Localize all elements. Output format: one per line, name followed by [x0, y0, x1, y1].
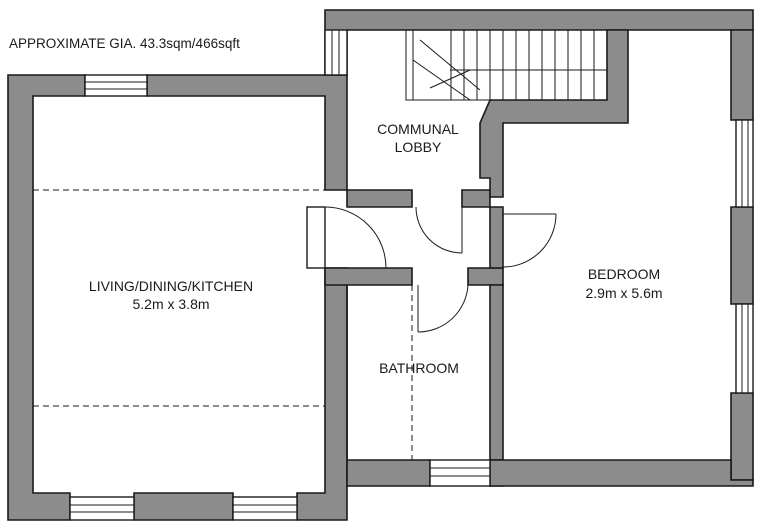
- lobby-name-line2: LOBBY: [395, 139, 442, 155]
- bathroom-window: [429, 459, 491, 487]
- bedroom-right-wall-bottom: [730, 392, 754, 481]
- bedroom-window-bottom: [735, 303, 754, 394]
- corridor-top-wall: [346, 189, 413, 208]
- bedroom-right-wall-top: [730, 29, 754, 121]
- corridor-right-top-wall: [461, 189, 491, 208]
- bathroom-door: [417, 284, 469, 333]
- living-top-wall-right: [146, 74, 348, 191]
- bedroom-window-top: [735, 119, 754, 208]
- bedroom-size: 2.9m x 5.6m: [585, 285, 662, 301]
- living-room-door: [306, 206, 387, 269]
- lobby-top-wall: [324, 9, 754, 76]
- living-room-walls: [7, 74, 86, 521]
- bathroom-name: BATHROOM: [379, 360, 459, 376]
- staircase: [405, 29, 608, 101]
- bedroom-bottom-wall: [489, 459, 754, 487]
- bedroom-name: BEDROOM: [588, 266, 660, 282]
- corridor-right-bottom-wall: [467, 267, 504, 286]
- lobby-window: [324, 29, 348, 76]
- bedroom-door: [502, 213, 557, 268]
- living-bottom-wall-right: [296, 267, 348, 521]
- living-window-top: [84, 74, 148, 97]
- bedroom-right-wall-middle: [730, 206, 754, 305]
- living-window-bottom-right: [232, 496, 298, 521]
- lobby-name-line1: COMMUNAL: [377, 121, 459, 137]
- living-room-name: LIVING/DINING/KITCHEN: [89, 278, 253, 294]
- bathroom-right-wall: [489, 284, 504, 461]
- living-window-bottom-left: [69, 496, 135, 521]
- lobby-door: [415, 206, 463, 254]
- living-bottom-wall-middle: [133, 492, 234, 521]
- gia-label: APPROXIMATE GIA. 43.3sqm/466sqft: [9, 36, 240, 51]
- bedroom-left-wall: [489, 206, 504, 269]
- stair-right-wall: [479, 29, 629, 198]
- corridor-left-wall: [324, 267, 413, 286]
- living-room-size: 5.2m x 3.8m: [132, 296, 209, 312]
